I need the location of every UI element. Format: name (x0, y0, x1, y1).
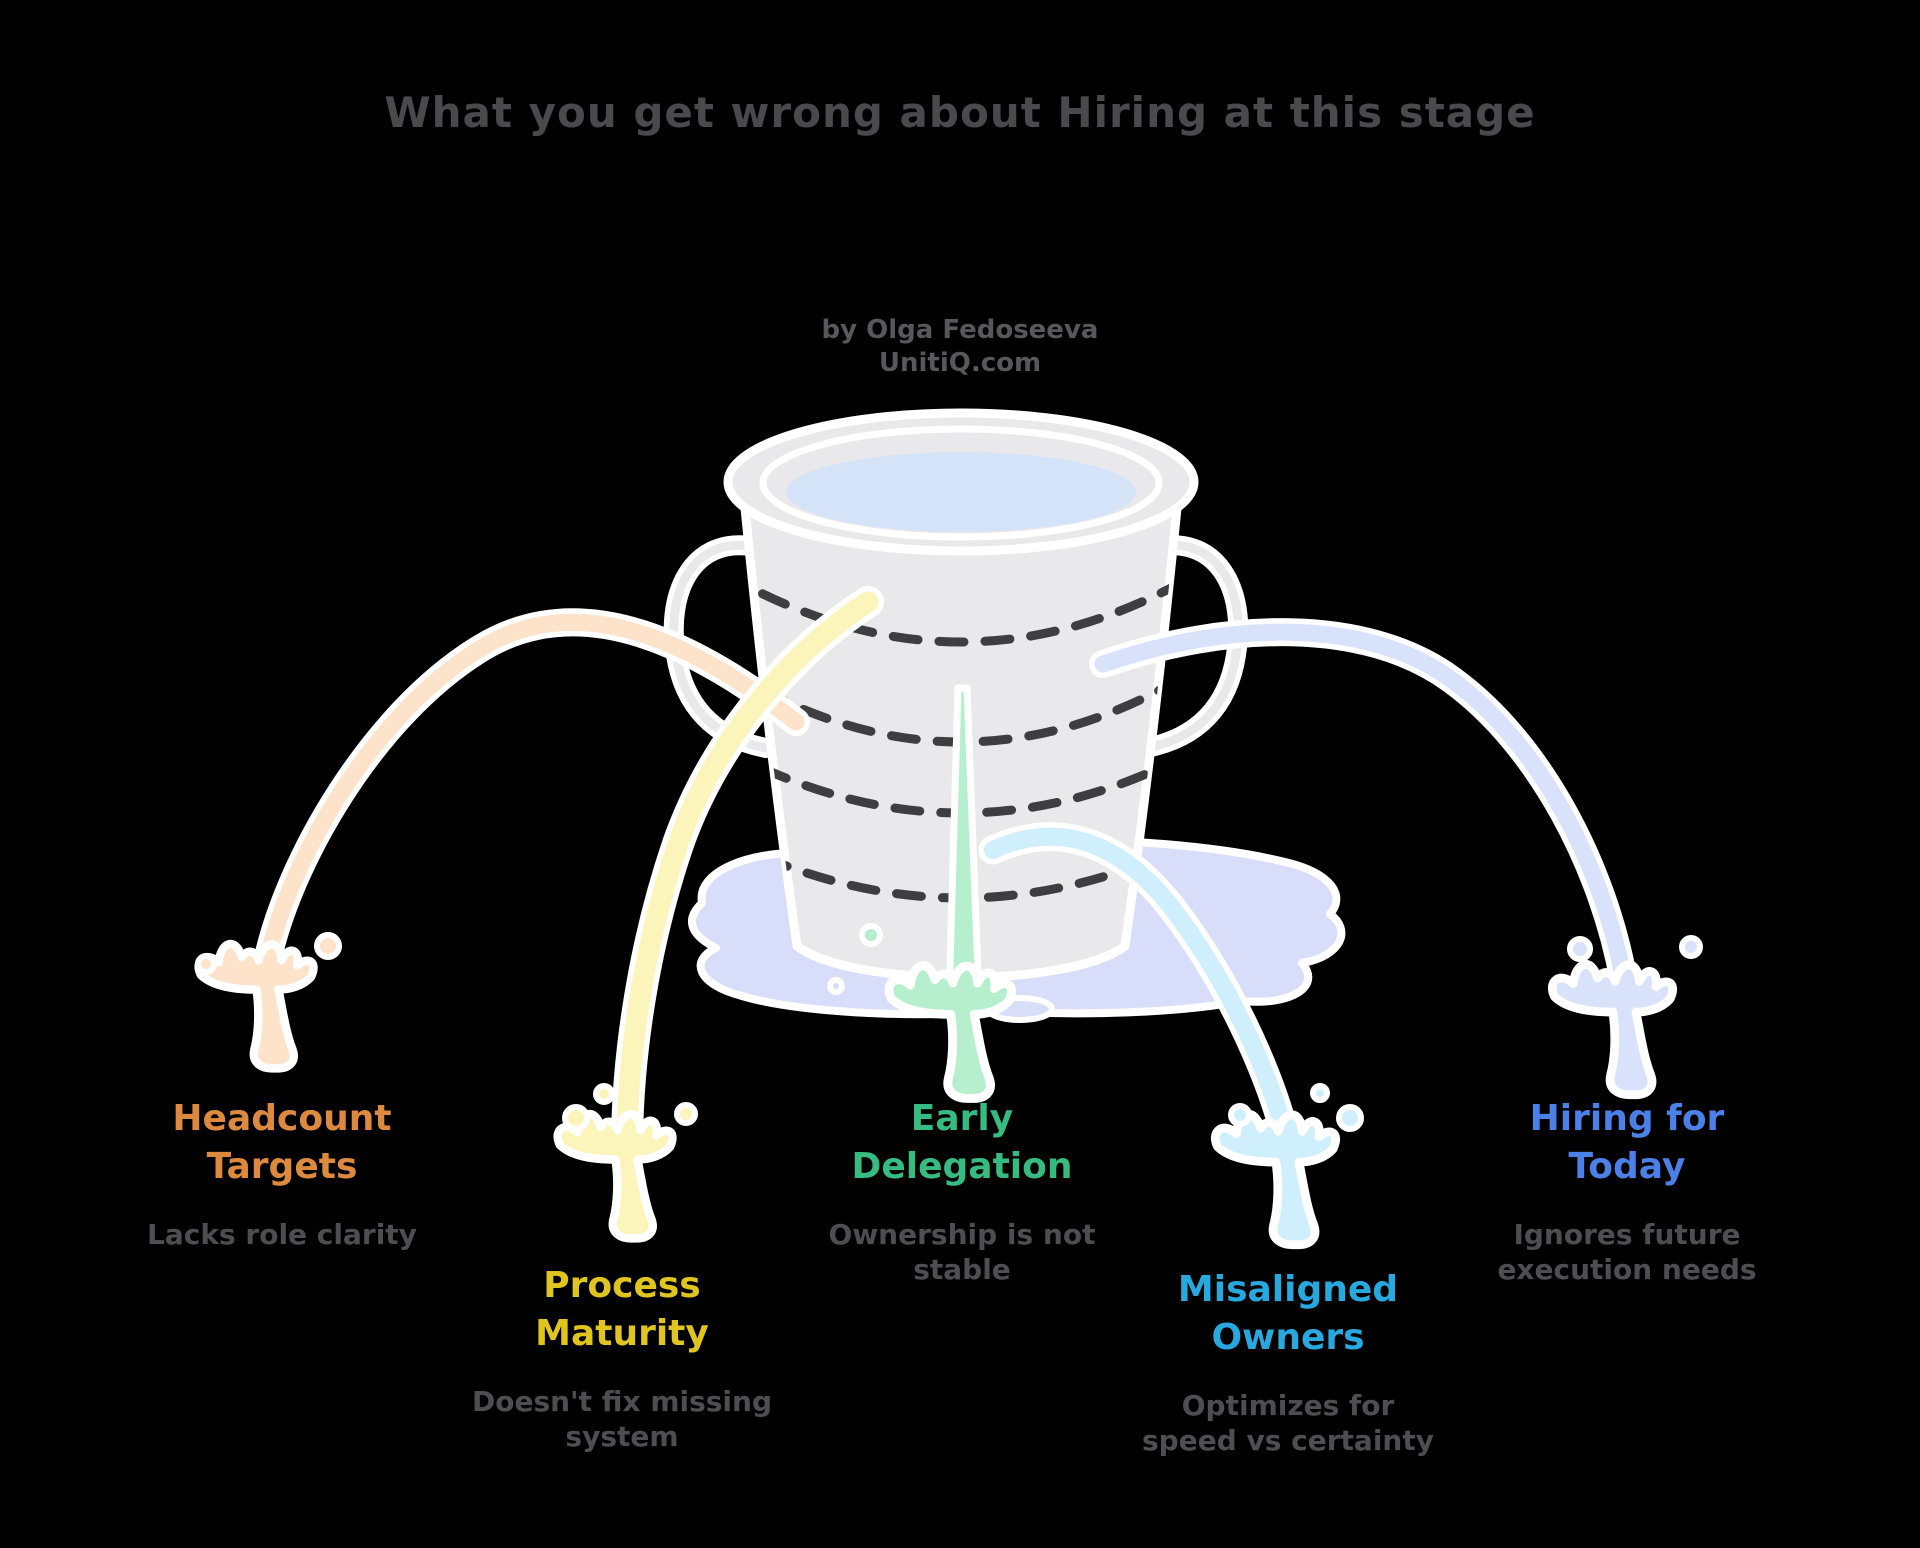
attribution-site: UnitiQ.com (878, 348, 1042, 378)
water-surface (786, 452, 1136, 532)
subtitle-line: Optimizes for (1181, 1389, 1395, 1422)
label-subtitle: Ownership is not stable (752, 1217, 1172, 1287)
subtitle-line: Ignores future (1513, 1218, 1741, 1251)
label-subtitle: Lacks role clarity (72, 1217, 492, 1252)
label-early-delegation: Early Delegation Ownership is not stable (752, 1095, 1172, 1287)
splash-misaligned-owners (1215, 1114, 1335, 1244)
splash-early-delegation (889, 966, 1012, 1099)
label-subtitle: Ignores future execution needs (1417, 1217, 1837, 1287)
attribution: by Olga Fedoseeva UnitiQ.com (0, 314, 1920, 380)
subtitle-line: stable (913, 1253, 1011, 1286)
label-heading: Process Maturity (412, 1262, 832, 1358)
subtitle-line: Ownership is not (828, 1218, 1096, 1251)
label-subtitle: Doesn't fix missing system (412, 1384, 832, 1454)
heading-line: Maturity (535, 1313, 709, 1354)
label-process-maturity: Process Maturity Doesn't fix missing sys… (412, 1262, 832, 1454)
heading-line: Owners (1211, 1317, 1365, 1358)
heading-line: Early (910, 1098, 1014, 1139)
splash-droplets (195, 932, 1703, 1132)
label-hiring-for-today: Hiring for Today Ignores future executio… (1417, 1095, 1837, 1287)
splash-process-maturity (558, 1114, 673, 1238)
label-heading: Headcount Targets (72, 1095, 492, 1191)
dashed-level-line (744, 567, 1178, 647)
heading-line: Today (1568, 1146, 1686, 1187)
attribution-author: by Olga Fedoseeva (821, 315, 1099, 345)
heading-line: Targets (206, 1146, 358, 1187)
subtitle-line: speed vs certainty (1142, 1424, 1434, 1457)
bucket-handle-right (1136, 535, 1249, 758)
subtitle-line: Lacks role clarity (147, 1218, 417, 1251)
page-title: What you get wrong about Hiring at this … (384, 88, 1536, 137)
subtitle-line: Doesn't fix missing (471, 1385, 772, 1418)
label-subtitle: Optimizes for speed vs certainty (1078, 1388, 1498, 1458)
heading-line: Process (543, 1265, 701, 1306)
splash-hiring-for-today (1552, 964, 1672, 1094)
label-heading: Misaligned Owners (1078, 1266, 1498, 1362)
mint-drip (859, 923, 883, 947)
label-misaligned-owners: Misaligned Owners Optimizes for speed vs… (1078, 1266, 1498, 1458)
heading-line: Delegation (851, 1146, 1073, 1187)
subtitle-line: execution needs (1497, 1253, 1757, 1286)
heading-line: Hiring for (1529, 1098, 1725, 1139)
label-headcount-targets: Headcount Targets Lacks role clarity (72, 1095, 492, 1252)
subtitle-line: system (565, 1420, 679, 1453)
puddle-drip (827, 977, 845, 995)
label-heading: Hiring for Today (1417, 1095, 1837, 1191)
heading-line: Misaligned (1177, 1269, 1399, 1310)
label-heading: Early Delegation (752, 1095, 1172, 1191)
heading-line: Headcount (172, 1098, 392, 1139)
